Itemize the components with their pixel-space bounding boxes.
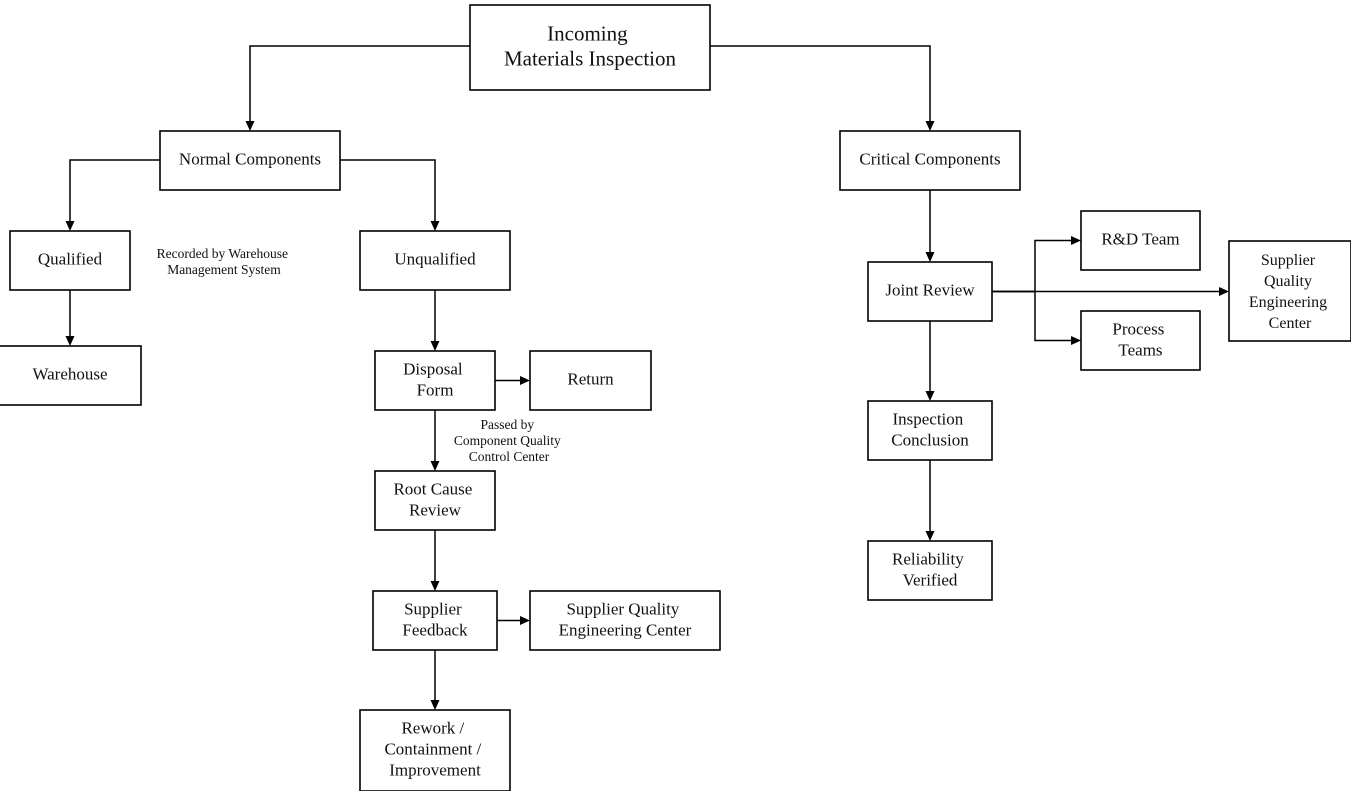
edge-joint-review-to-rd-team <box>992 239 1074 293</box>
node-box-rework-containment-improvement[interactable] <box>359 709 511 791</box>
node-label-supplier-feedback: Supplier Feedback <box>402 599 468 639</box>
node-supplier-quality-engineering-center-left[interactable]: Supplier Quality Engineering Center <box>529 590 721 651</box>
node-warehouse[interactable]: Warehouse <box>0 345 142 406</box>
arrowhead-joint-review-to-inspection-conclusion <box>925 391 935 401</box>
node-return[interactable]: Return <box>529 350 652 411</box>
node-box-disposal-form[interactable] <box>374 350 496 411</box>
node-label-reliability-verified: Reliability Verified <box>892 549 968 589</box>
arrowhead-supplier-feedback-to-rework <box>430 700 440 710</box>
node-disposal-form[interactable]: Disposal Form <box>374 350 496 411</box>
node-label-warehouse: Warehouse <box>32 364 107 383</box>
arrowhead-inspection-conclusion-to-reliability <box>925 531 935 541</box>
node-incoming-materials-inspection[interactable]: Incoming Materials Inspection <box>469 4 711 91</box>
arrowhead-critical-to-joint-review <box>925 252 935 262</box>
node-box-warehouse[interactable] <box>0 345 142 406</box>
node-inspection-conclusion[interactable]: Inspection Conclusion <box>867 400 993 461</box>
node-label-critical-components: Critical Components <box>859 149 1000 168</box>
node-box-rd-team[interactable] <box>1080 210 1201 271</box>
edge-incoming-to-normal <box>249 45 470 124</box>
node-rework-containment-improvement[interactable]: Rework / Containment / Improvement <box>359 709 511 791</box>
arrowhead-normal-to-qualified <box>65 221 75 231</box>
node-label-root-cause-review: Root Cause Review <box>393 479 476 519</box>
node-label-rework-containment-improvement: Rework / Containment / Improvement <box>384 718 485 779</box>
node-rd-team[interactable]: R&D Team <box>1080 210 1201 271</box>
node-label-supplier-quality-engineering-center-left: Supplier Quality Engineering Center <box>559 599 692 639</box>
node-label-unqualified: Unqualified <box>394 249 476 268</box>
node-normal-components[interactable]: Normal Components <box>159 130 341 191</box>
node-box-qualified[interactable] <box>9 230 131 291</box>
node-process-teams[interactable]: Process Teams <box>1080 310 1201 371</box>
node-label-qualified: Qualified <box>38 249 103 268</box>
edge-normal-to-qualified <box>69 159 160 224</box>
node-qualified[interactable]: Qualified <box>9 230 131 291</box>
node-supplier-feedback[interactable]: Supplier Feedback <box>372 590 498 651</box>
arrowhead-joint-review-to-sqec-right <box>1219 287 1229 296</box>
node-label-incoming-materials-inspection: Incoming Materials Inspection <box>504 21 677 70</box>
edge-layer <box>65 45 1229 710</box>
node-box-supplier-feedback[interactable] <box>372 590 498 651</box>
node-box-supplier-quality-engineering-center-right[interactable] <box>1228 240 1351 342</box>
arrowhead-disposal-to-return <box>520 376 530 385</box>
arrowhead-unqualified-to-disposal <box>430 341 440 351</box>
node-label-disposal-form: Disposal Form <box>403 359 467 399</box>
node-box-joint-review[interactable] <box>867 261 993 322</box>
node-supplier-quality-engineering-center-right[interactable]: Supplier Quality Engineering Center <box>1228 240 1351 342</box>
node-joint-review[interactable]: Joint Review <box>867 261 993 322</box>
node-box-return[interactable] <box>529 350 652 411</box>
arrowhead-root-cause-to-supplier-feedback <box>430 581 440 591</box>
node-unqualified[interactable]: Unqualified <box>359 230 511 291</box>
node-label-normal-components: Normal Components <box>179 149 321 168</box>
arrowhead-disposal-to-root-cause <box>430 461 440 471</box>
node-box-normal-components[interactable] <box>159 130 341 191</box>
node-box-incoming-materials-inspection[interactable] <box>469 4 711 91</box>
node-box-reliability-verified[interactable] <box>867 540 993 601</box>
edge-label-disposal-note: Passed by Component Quality Control Cent… <box>454 417 564 464</box>
node-label-process-teams: Process Teams <box>1112 319 1168 359</box>
node-label-inspection-conclusion: Inspection Conclusion <box>891 409 969 449</box>
arrowhead-joint-review-to-rd-team <box>1071 236 1081 245</box>
edge-label-layer: Recorded by Warehouse Management System … <box>157 246 564 464</box>
arrowhead-incoming-to-normal <box>245 121 255 131</box>
node-box-inspection-conclusion[interactable] <box>867 400 993 461</box>
edge-joint-review-to-process-teams <box>992 290 1074 342</box>
node-label-joint-review: Joint Review <box>885 280 975 299</box>
edge-normal-to-unqualified <box>340 159 436 224</box>
node-box-unqualified[interactable] <box>359 230 511 291</box>
node-label-supplier-quality-engineering-center-right: Supplier Quality Engineering Center <box>1249 252 1331 332</box>
node-box-root-cause-review[interactable] <box>374 470 496 531</box>
arrowhead-qualified-to-warehouse <box>65 336 75 346</box>
node-box-process-teams[interactable] <box>1080 310 1201 371</box>
node-box-critical-components[interactable] <box>839 130 1021 191</box>
arrowhead-supplier-feedback-to-sqec <box>520 616 530 625</box>
node-reliability-verified[interactable]: Reliability Verified <box>867 540 993 601</box>
node-box-supplier-quality-engineering-center-left[interactable] <box>529 590 721 651</box>
node-root-cause-review[interactable]: Root Cause Review <box>374 470 496 531</box>
node-layer: Incoming Materials Inspection Normal Com… <box>0 4 1351 791</box>
arrowhead-incoming-to-critical <box>925 121 935 131</box>
edge-incoming-to-critical <box>710 45 931 124</box>
edge-label-warehouse-note: Recorded by Warehouse Management System <box>157 246 292 277</box>
arrowhead-normal-to-unqualified <box>430 221 440 231</box>
node-label-rd-team: R&D Team <box>1101 229 1179 248</box>
node-critical-components[interactable]: Critical Components <box>839 130 1021 191</box>
arrowhead-joint-review-to-process-teams <box>1071 336 1081 345</box>
node-label-return: Return <box>567 369 614 388</box>
